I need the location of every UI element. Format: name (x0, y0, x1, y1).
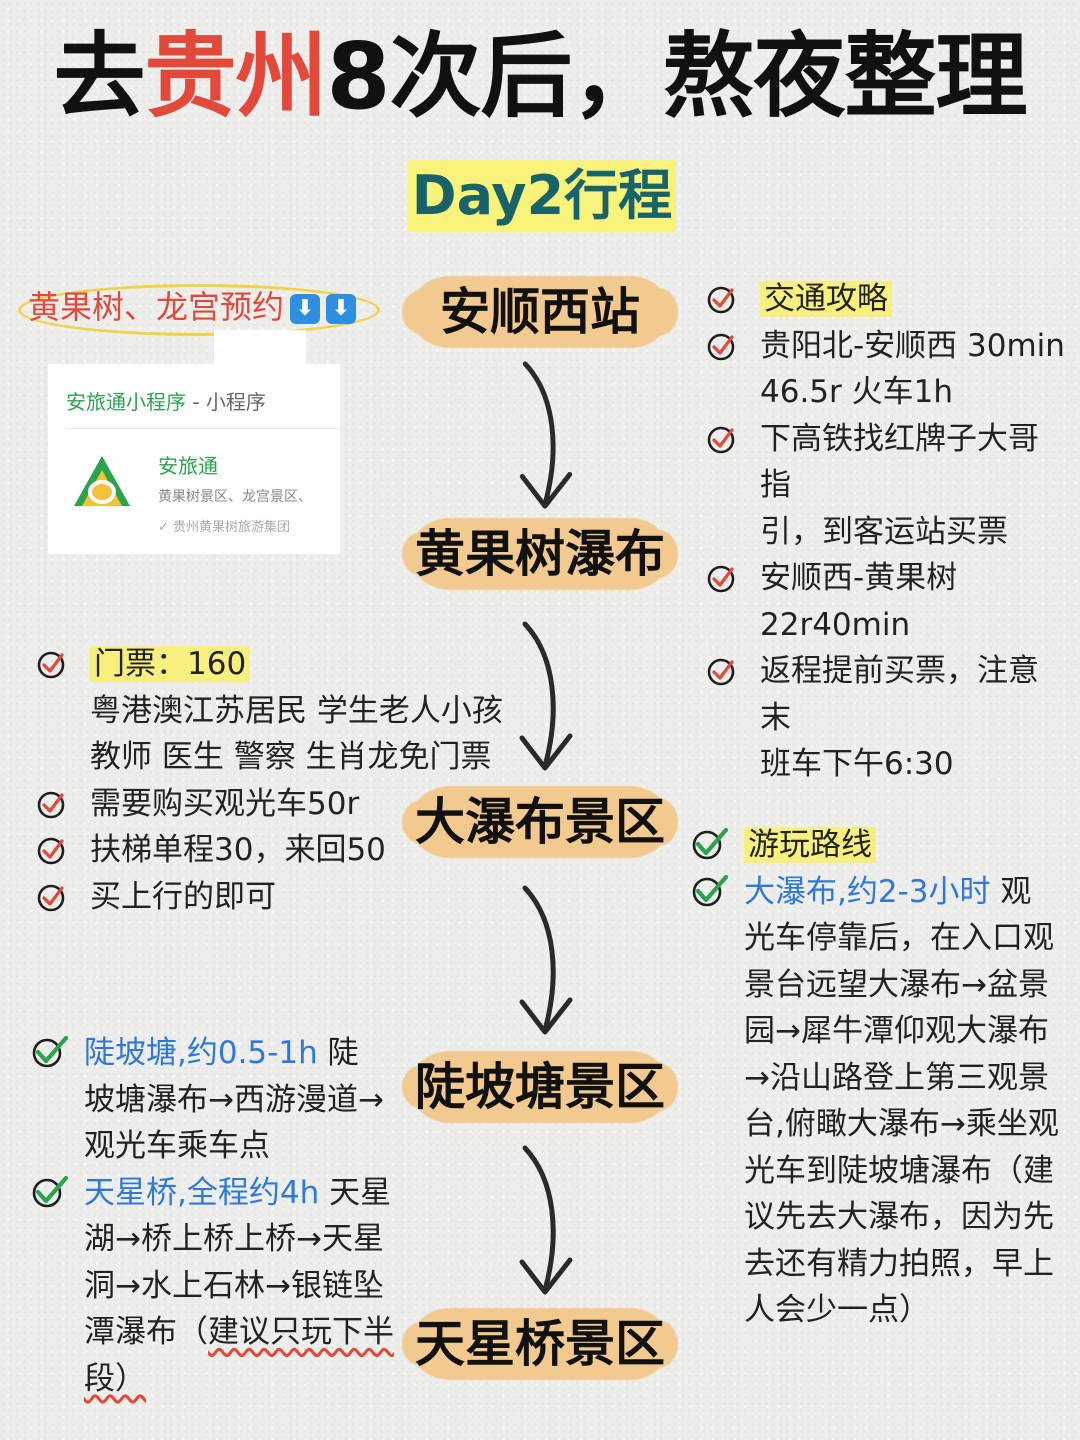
page-title: 去贵州8次后，熬夜整理 (53, 23, 1027, 130)
booking-callout: 黄果树、龙宫预约⬇⬇ (18, 284, 380, 336)
tickets-heading: 门票：160 (90, 646, 251, 682)
miniapp-header: 安旅通小程序 - 小程序 (66, 390, 266, 414)
route-section: 游玩路线 大瀑布,约2-3小时 观 光车停靠后，在入口观景台远望大瀑布→盆景园→… (690, 822, 1060, 1334)
doupotang-section: 陡坡塘,约0.5-1h 陡 坡塘瀑布→西游漫道→观光车乘车点 天星桥,全程约4h… (30, 1030, 400, 1402)
route-heading: 游玩路线 (744, 827, 876, 863)
check-icon (706, 332, 736, 362)
miniapp-name: 安旅通 (158, 454, 218, 478)
tickets-section: 门票：160 粤港澳江苏居民 学生老人小孩教师 医生 警察 生肖龙免门票 需要购… (36, 641, 506, 920)
download-icon: ⬇ (326, 294, 357, 324)
check-icon (36, 836, 66, 866)
check-icon (706, 285, 736, 315)
check-icon (706, 564, 736, 594)
divider (66, 428, 340, 429)
arrow-down-icon (500, 880, 590, 1040)
day-subtitle: Day2行程 (408, 160, 676, 232)
check-icon (30, 1035, 70, 1069)
check-icon (36, 883, 66, 913)
anlvtong-logo-icon (74, 456, 130, 506)
station-anshun-west: 安顺西站 (402, 270, 678, 354)
check-icon (36, 650, 66, 680)
arrow-down-icon (500, 616, 590, 776)
station-big-waterfall: 大瀑布景区 (402, 780, 678, 864)
booking-label: 黄果树、龙宫预约 (28, 288, 285, 326)
arrow-down-icon (500, 356, 590, 514)
transport-heading: 交通攻略 (760, 281, 892, 317)
miniapp-org: ✓ 贵州黄果树旅游集团 (158, 520, 291, 535)
download-icon: ⬇ (290, 294, 321, 324)
check-icon (706, 657, 736, 687)
check-icon (706, 425, 736, 455)
check-icon (30, 1175, 70, 1209)
check-icon (690, 874, 730, 908)
highlight-oval (18, 284, 380, 336)
station-doupotang: 陡坡塘景区 (402, 1045, 678, 1129)
card-tab (214, 330, 306, 370)
check-icon (36, 790, 66, 820)
miniapp-description: 黄果树景区、龙宫景区、 (158, 489, 312, 505)
station-huangguoshu: 黄果树瀑布 (402, 512, 678, 596)
miniapp-card[interactable]: 安旅通小程序 - 小程序 安旅通 黄果树景区、龙宫景区、 ✓ 贵州黄果树旅游集团 (48, 364, 340, 554)
check-icon (690, 827, 730, 861)
arrow-down-icon (500, 1140, 590, 1300)
station-tianxingqiao: 天星桥景区 (402, 1302, 678, 1386)
